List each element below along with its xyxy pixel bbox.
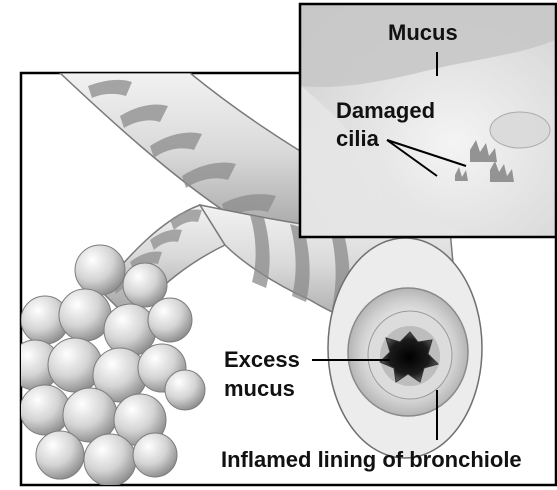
bronchiole-cross-section bbox=[328, 238, 482, 458]
label-mucus: Mucus bbox=[388, 20, 458, 45]
label-cilia: cilia bbox=[336, 126, 380, 151]
label-damaged: Damaged bbox=[336, 98, 435, 123]
label-inflamed-lining: Inflamed lining of bronchiole bbox=[221, 447, 522, 472]
label-mucus-2: mucus bbox=[224, 376, 295, 401]
label-excess: Excess bbox=[224, 347, 300, 372]
